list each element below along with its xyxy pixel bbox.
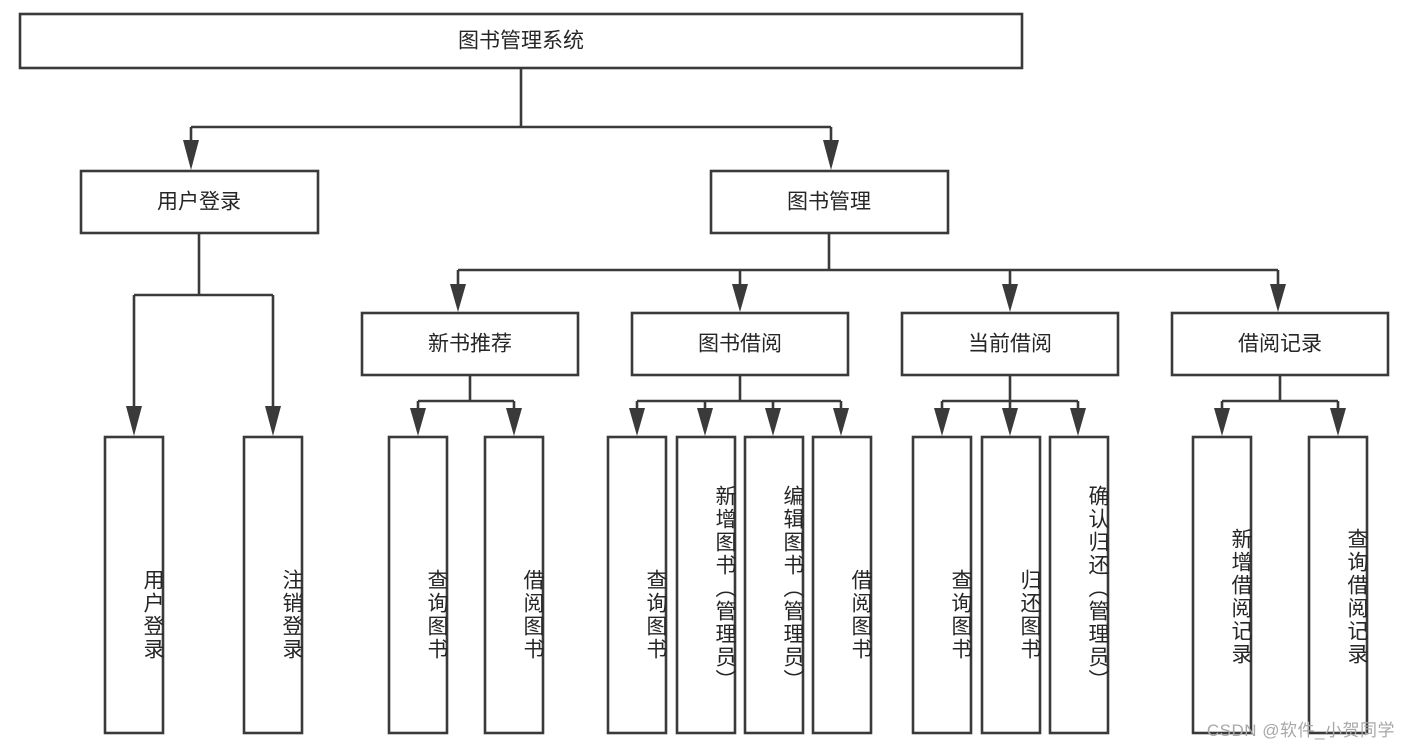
arrow-head-icon (765, 408, 781, 436)
leaf-box-current-borrow-2[interactable] (1048, 435, 1110, 735)
connector-borrow-record-to-leaves (1214, 375, 1346, 436)
arrow-head-icon (823, 140, 839, 170)
node-book-borrow[interactable]: 图书借阅 (630, 311, 850, 377)
leaf-box-new-book-1[interactable] (483, 435, 545, 735)
connector-book-management-to-level3 (450, 233, 1286, 312)
arrow-head-icon (506, 408, 522, 436)
node-root[interactable]: 图书管理系统 (18, 12, 1024, 70)
node-current-borrow-label: 当前借阅 (968, 333, 1052, 356)
node-root-label: 图书管理系统 (458, 30, 584, 53)
arrow-head-icon (1330, 408, 1346, 436)
node-new-book-recommend-box[interactable] (360, 311, 580, 377)
connector-book-borrow-to-leaves (629, 375, 849, 436)
connector-new-book-recommend-to-leaves (410, 375, 522, 436)
arrow-head-icon (410, 408, 426, 436)
node-current-borrow-box[interactable] (900, 311, 1120, 377)
arrow-head-icon (833, 408, 849, 436)
node-current-borrow[interactable]: 当前借阅 (900, 311, 1120, 377)
arrow-head-icon (1002, 408, 1018, 436)
leaf-box-book-borrow-1[interactable] (675, 435, 737, 735)
node-borrow-record[interactable]: 借阅记录 (1170, 311, 1390, 377)
csdn-watermark: CSDN @软件_小贺同学 (1206, 721, 1395, 740)
node-new-book-recommend[interactable]: 新书推荐 (360, 311, 580, 377)
arrow-head-icon (183, 140, 199, 170)
node-root-box[interactable] (18, 12, 1024, 70)
connector-current-borrow-to-leaves (934, 375, 1086, 436)
node-book-borrow-label: 图书借阅 (698, 333, 782, 356)
arrow-head-icon (450, 284, 466, 312)
arrow-head-icon (1002, 284, 1018, 312)
arrow-head-icon (265, 406, 281, 436)
leaf-box-user-login-1[interactable] (242, 435, 304, 735)
node-book-management[interactable]: 图书管理 (709, 169, 950, 235)
node-book-management-label: 图书管理 (787, 191, 871, 214)
leaf-box-book-borrow-0[interactable] (606, 435, 668, 735)
arrow-head-icon (697, 408, 713, 436)
arrow-head-icon (126, 406, 142, 436)
leaf-box-borrow-record-0[interactable] (1191, 435, 1253, 735)
leaf-box-current-borrow-0[interactable] (911, 435, 973, 735)
node-user-login[interactable]: 用户登录 (79, 169, 320, 235)
leaf-box-user-login-0[interactable] (103, 435, 165, 735)
node-user-login-label: 用户登录 (157, 191, 241, 214)
node-user-login-box[interactable] (79, 169, 320, 235)
connector-root-to-level2 (183, 68, 839, 170)
leaf-box-book-borrow-3[interactable] (811, 435, 873, 735)
leaf-box-book-borrow-2[interactable] (743, 435, 805, 735)
arrow-head-icon (732, 284, 748, 312)
node-borrow-record-label: 借阅记录 (1238, 333, 1322, 356)
connector-user-login-to-leaves (126, 233, 281, 436)
arrow-head-icon (1070, 408, 1086, 436)
leaf-box-current-borrow-1[interactable] (980, 435, 1042, 735)
node-new-book-recommend-label: 新书推荐 (428, 333, 512, 356)
arrow-head-icon (629, 408, 645, 436)
arrow-head-icon (934, 408, 950, 436)
arrow-head-icon (1214, 408, 1230, 436)
leaf-box-borrow-record-1[interactable] (1307, 435, 1369, 735)
arrow-head-icon (1270, 284, 1286, 312)
leaf-box-new-book-0[interactable] (387, 435, 449, 735)
